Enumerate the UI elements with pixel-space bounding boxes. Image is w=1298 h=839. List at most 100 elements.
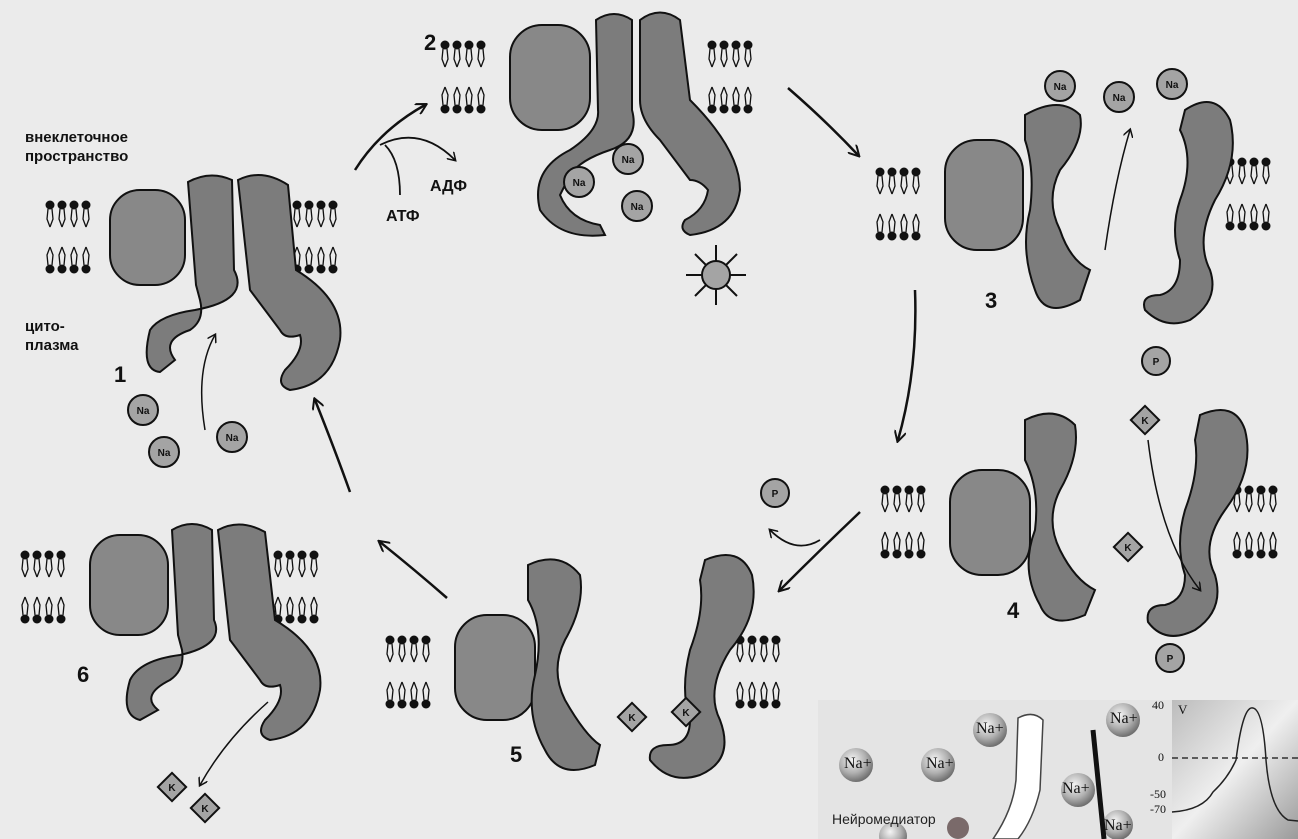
membrane-lipids [708,41,753,114]
arrow-4-to-5 [780,512,860,590]
protein-subunit [945,140,1023,250]
sodium-ion: Na [1157,69,1187,99]
tick-label: 0 [1158,750,1164,765]
ion-label: K [1141,416,1149,427]
sodium-ion: Na [1045,71,1075,101]
stage-6-pump [21,524,321,740]
arrow-5-to-6 [380,542,447,598]
arrow-2-to-3 [788,88,858,155]
inset-na-label: Na+ [926,755,954,773]
ion-label: Na [158,448,171,459]
voltage-plot-panel [1172,700,1298,839]
ion-label: Na [631,202,644,213]
ion-label: K [168,783,176,794]
pump-left-domain [1025,414,1095,621]
stage-3-pump [876,102,1271,323]
stage-4-pump [881,410,1278,636]
pump-right-domain [1148,410,1248,636]
tick-label: -70 [1150,802,1166,817]
arrow-atp-adp [380,138,455,160]
ion-label: P [772,489,779,500]
stage-number-2: 2 [424,30,436,56]
arrow-phosphate-out [770,530,820,546]
pump-right-domain [650,555,754,778]
stage-number-3: 3 [985,288,997,314]
stage-5-pump [386,555,781,778]
phosphate-group: P [1156,644,1184,672]
sodium-ion: Na [564,167,594,197]
membrane-lipids [441,41,486,114]
pump-right-domain [1144,102,1233,323]
arrow-6-to-1 [315,400,350,492]
membrane-lipids [1226,158,1271,231]
phosphate-star [686,245,746,305]
membrane-lipids [1233,486,1278,559]
ion-label: K [201,804,209,815]
ion-label: P [1153,357,1160,368]
potassium-ion: K [1114,533,1142,561]
membrane-lipids [386,636,431,709]
ion-label: K [628,713,636,724]
neurotransmitter-label: Нейромедиатор [832,811,936,827]
electrode [1093,730,1104,839]
sodium-ion: Na [1104,82,1134,112]
protein-subunit [510,25,590,130]
membrane-lipids [293,201,338,274]
stage-2-pump [441,13,753,306]
sodium-ion: Na [217,422,247,452]
inset-na-label: Na+ [1062,780,1090,798]
ion-label: P [1167,654,1174,665]
ion-label: Na [1166,80,1179,91]
ion-label: Na [226,433,239,444]
phosphate-group: P [761,479,789,507]
stage-number-4: 4 [1007,598,1019,624]
ion-label: K [682,708,690,719]
stage-number-6: 6 [77,662,89,688]
potassium-ion: K [158,773,186,801]
stage-number-1: 1 [114,362,126,388]
protein-subunit [455,615,535,720]
potassium-ion: K [1131,406,1159,434]
ion-label: Na [137,406,150,417]
label-extracellular: внеклеточное пространство [25,128,195,166]
sodium-ion: Na [149,437,179,467]
membrane-lipids [876,168,921,241]
membrane-lipids [46,201,91,274]
tick-label: 40 [1152,700,1164,713]
inset-na-label: Na+ [844,755,872,773]
protein-subunit [110,190,185,285]
sodium-ion: Na [613,144,643,174]
sodium-ion: Na [622,191,652,221]
protein-subunit [950,470,1030,575]
label-adp: АДФ [430,178,467,196]
neuron-inset: Na+ Na+ Na+ Na+ Na+ Na+ Нейромедиатор V … [818,700,1298,839]
inset-na-label: Na+ [976,720,1004,738]
inset-na-label: Na+ [1104,817,1132,835]
label-atp: АТФ [386,208,420,226]
inset-na-label: Na+ [1110,710,1138,728]
arrow-atp-in [385,145,400,195]
ion-label: K [1124,543,1132,554]
ion-label: Na [1054,82,1067,93]
pump-right-domain [238,175,340,390]
pump-left-domain [1025,105,1090,308]
tick-label: -50 [1150,787,1166,802]
potassium-ion: K [618,703,646,731]
membrane-lipids [736,636,781,709]
label-cytoplasm: цито- плазма [25,317,105,355]
vesicle [947,817,969,839]
voltage-axis-label: V [1178,702,1187,718]
arrow-3-to-4 [898,290,915,440]
pump-left-domain [528,559,600,770]
membrane-lipids [881,486,926,559]
protein-subunit [90,535,168,635]
stage-number-5: 5 [510,742,522,768]
membrane-lipids [274,551,319,624]
ion-label: Na [573,178,586,189]
ion-label: Na [622,155,635,166]
sodium-ion: Na [128,395,158,425]
ion-label: Na [1113,93,1126,104]
stage-1-pump [46,175,341,390]
phosphate-group: P [1142,347,1170,375]
